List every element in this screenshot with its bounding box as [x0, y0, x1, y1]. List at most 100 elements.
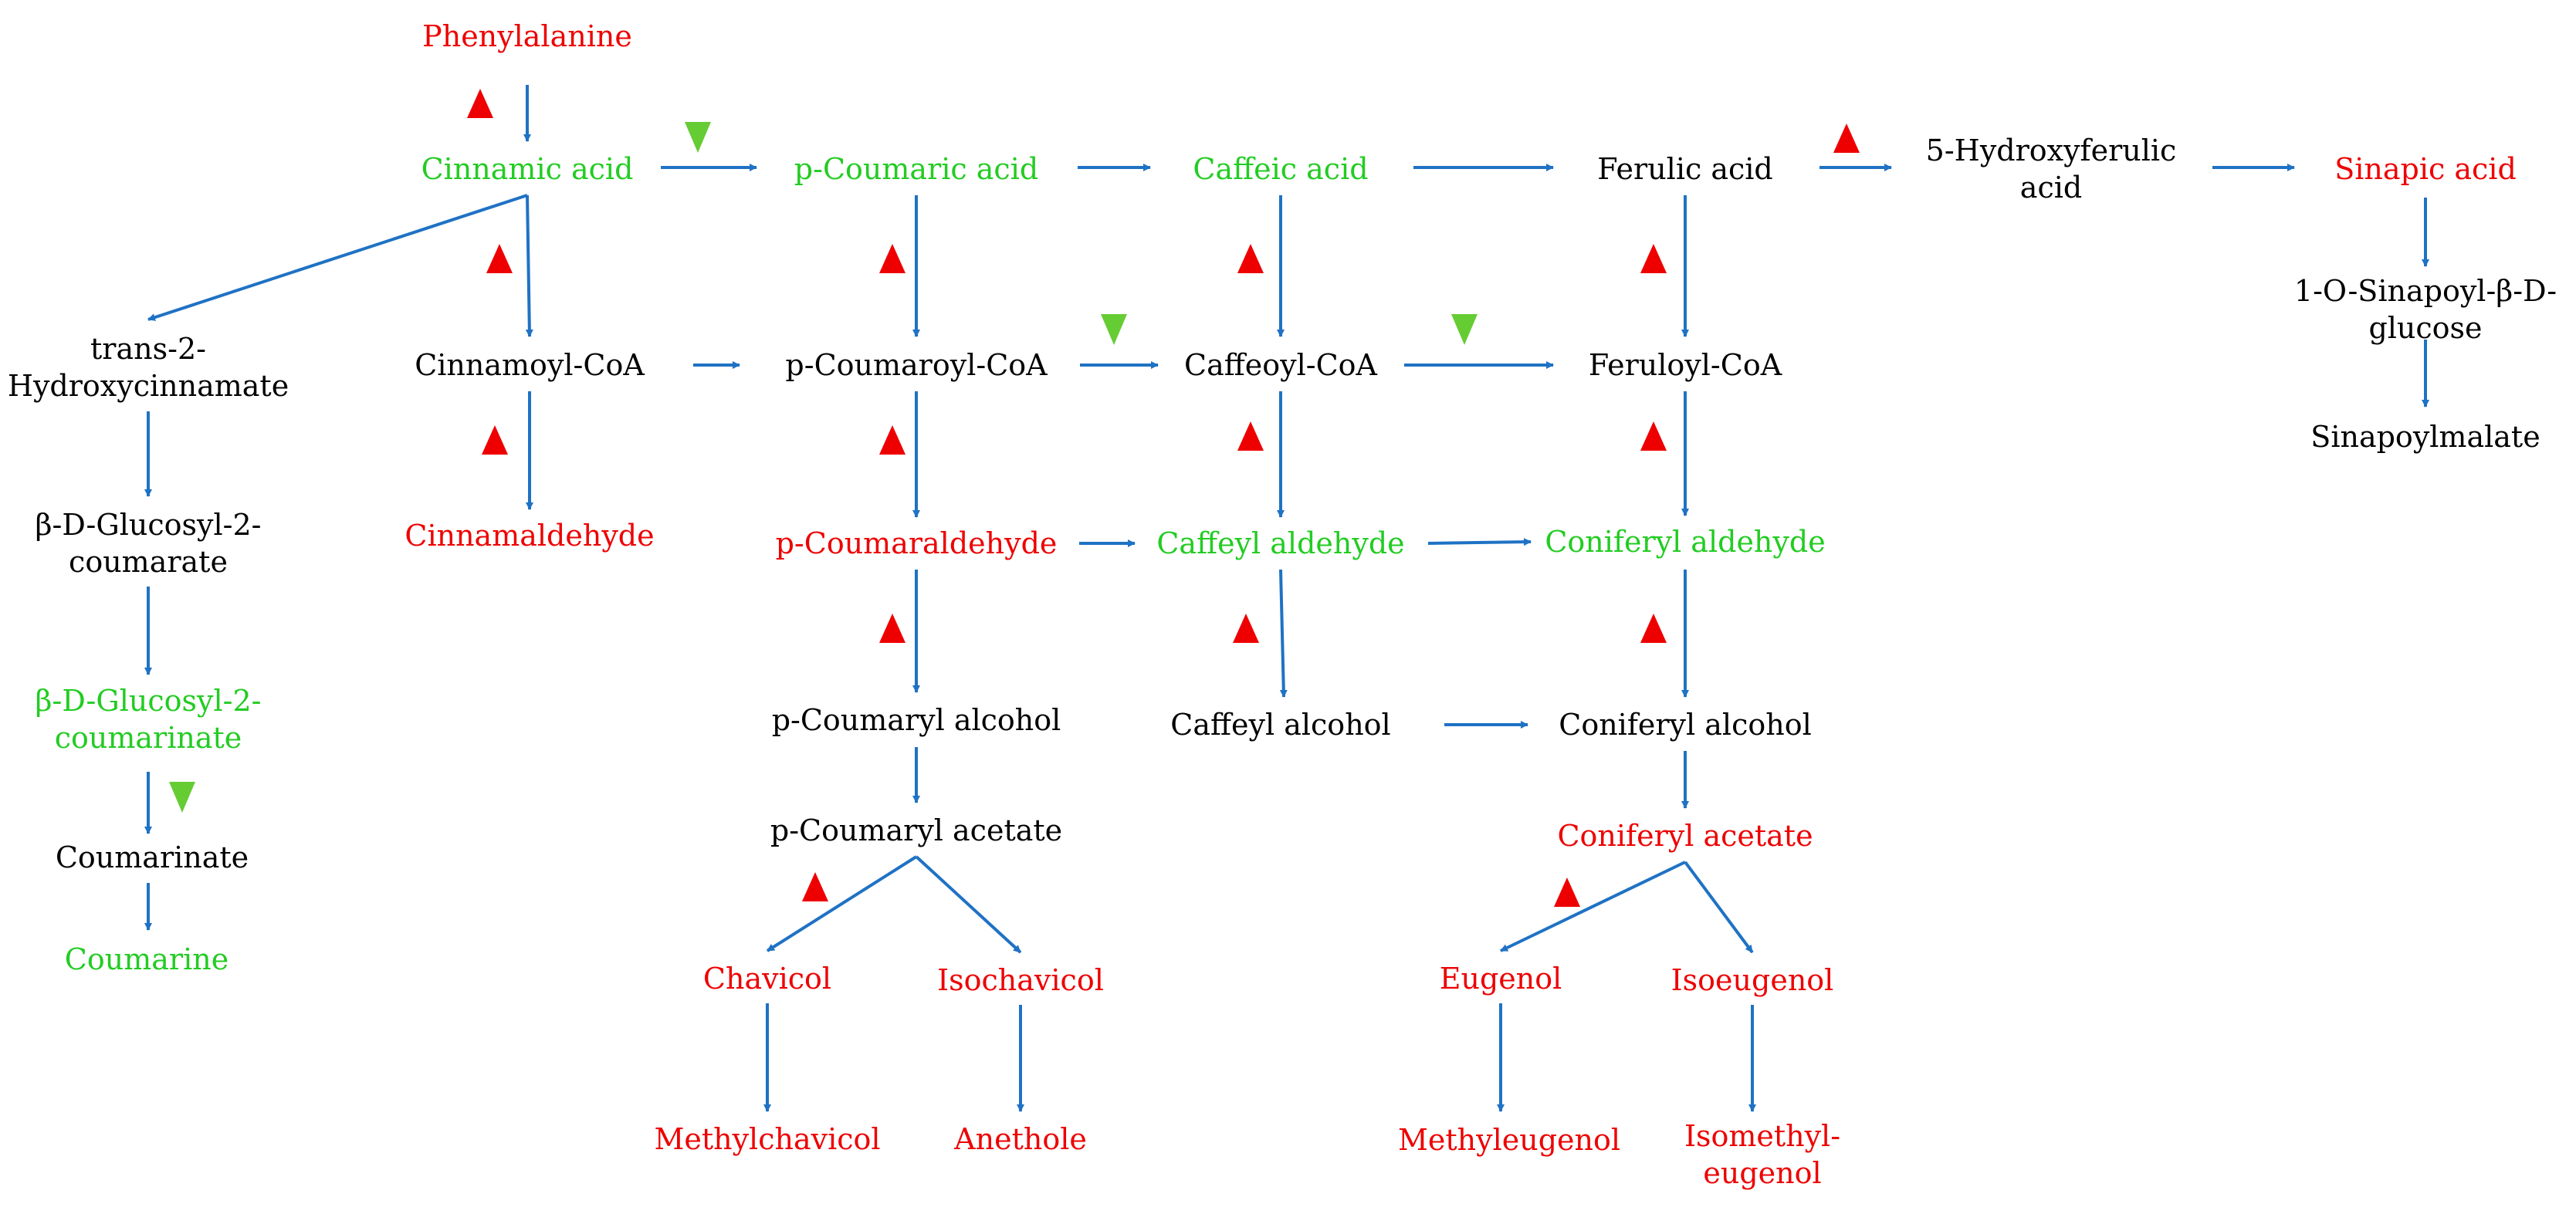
- compound-label-line: eugenol: [1703, 1156, 1822, 1190]
- compound-phenylalanine: Phenylalanine: [422, 18, 632, 55]
- compound-trans-2-hydroxycinnamate: trans-2-Hydroxycinnamate: [8, 330, 289, 404]
- compound-label-line: Coumarine: [64, 942, 229, 976]
- compound-label-line: coumarinate: [54, 721, 242, 755]
- compound-p-coumaric-acid: p-Coumaric acid: [794, 150, 1038, 188]
- compound-label-line: coumarate: [69, 545, 228, 579]
- upregulated-triangle-icon: [1237, 421, 1264, 451]
- compound-sinapoylmalate: Sinapoylmalate: [2310, 418, 2540, 455]
- compound-isoeugenol: Isoeugenol: [1671, 962, 1834, 999]
- compound-coniferyl-aldehyde: Coniferyl aldehyde: [1545, 523, 1825, 560]
- compound-label-line: glucose: [2368, 311, 2483, 345]
- compound-label-line: Isoeugenol: [1671, 963, 1834, 997]
- compound-cinnamic-acid: Cinnamic acid: [421, 150, 634, 188]
- upregulated-triangle-icon: [486, 244, 513, 273]
- upregulated-triangle-icon: [879, 425, 905, 455]
- compound-label-line: Cinnamaldehyde: [405, 519, 655, 553]
- compound-label-line: acid: [2019, 171, 2083, 205]
- compound-label-line: Coniferyl acetate: [1557, 819, 1813, 853]
- compound-label-line: Isomethyl-: [1684, 1119, 1841, 1153]
- upregulated-triangle-icon: [1833, 123, 1860, 153]
- compound-p-coumaraldehyde: p-Coumaraldehyde: [776, 525, 1058, 562]
- compound-isomethyleugenol: Isomethyl-eugenol: [1684, 1118, 1840, 1192]
- compound-label-line: Hydroxycinnamate: [7, 369, 289, 403]
- upregulated-triangle-icon: [1233, 614, 1259, 643]
- compound-label-line: p-Coumaroyl-CoA: [785, 348, 1048, 382]
- compound-eugenol: Eugenol: [1440, 960, 1562, 997]
- compound-p-coumaryl-acetate: p-Coumaryl acetate: [770, 812, 1062, 849]
- compound-label-line: p-Coumaryl alcohol: [771, 703, 1061, 737]
- arrow-p-coumaryl-acetate-to-chavicol: [766, 855, 918, 952]
- downregulated-triangle-icon: [1101, 314, 1127, 345]
- compound-glucosyl-2-coumarate: β-D-Glucosyl-2-coumarate: [36, 506, 262, 580]
- compound-label-line: Methyleugenol: [1397, 1123, 1621, 1157]
- upregulated-triangle-icon: [879, 244, 905, 273]
- compound-caffeic-acid: Caffeic acid: [1193, 150, 1368, 188]
- compound-isochavicol: Isochavicol: [937, 962, 1104, 999]
- compound-1-o-sinapoyl-glucose: 1-O-Sinapoyl-β-D-glucose: [2294, 272, 2557, 347]
- upregulated-triangle-icon: [1640, 244, 1667, 273]
- compound-feruloyl-coa: Feruloyl-CoA: [1589, 347, 1782, 384]
- compound-caffeyl-alcohol: Caffeyl alcohol: [1170, 706, 1390, 743]
- compound-label-line: Caffeic acid: [1193, 152, 1369, 186]
- upregulated-triangle-icon: [482, 425, 508, 455]
- compound-label-line: 5-Hydroxyferulic: [1925, 134, 2177, 167]
- arrow-p-coumaryl-acetate-to-isochavicol: [915, 855, 1022, 954]
- arrow-caffeyl-aldehyde-to-caffeyl-alcohol: [1279, 569, 1288, 698]
- compound-label-line: β-D-Glucosyl-2-: [35, 684, 262, 718]
- compound-p-coumaryl-alcohol: p-Coumaryl alcohol: [772, 702, 1061, 739]
- compound-caffeoyl-coa: Caffeoyl-CoA: [1184, 347, 1377, 384]
- compound-label-line: Sinapoylmalate: [2310, 420, 2540, 454]
- arrow-caffeyl-aldehyde-to-coniferyl-aldehyde: [1427, 538, 1532, 546]
- compound-coumarinate: Coumarinate: [56, 839, 249, 876]
- upregulated-triangle-icon: [467, 89, 493, 118]
- compound-label-line: Methylchavicol: [654, 1122, 881, 1156]
- compound-label-line: Caffeyl alcohol: [1170, 708, 1391, 742]
- compound-ferulic-acid: Ferulic acid: [1597, 150, 1773, 188]
- arrow-cinnamic-acid-to-cinnamoyl-coa: [525, 194, 533, 337]
- compound-label-line: Coniferyl aldehyde: [1545, 525, 1826, 559]
- compound-label-line: trans-2-: [90, 332, 206, 366]
- compound-label-line: Caffeoyl-CoA: [1184, 348, 1377, 382]
- compound-label-line: p-Coumaric acid: [794, 152, 1039, 186]
- compound-methyleugenol: Methyleugenol: [1398, 1121, 1620, 1158]
- upregulated-triangle-icon: [1640, 421, 1667, 451]
- compound-label-line: Ferulic acid: [1597, 152, 1773, 186]
- upregulated-triangle-icon: [1640, 614, 1667, 643]
- upregulated-triangle-icon: [1554, 878, 1580, 907]
- compound-methylchavicol: Methylchavicol: [654, 1121, 880, 1158]
- downregulated-triangle-icon: [685, 122, 711, 153]
- compound-label-line: p-Coumaryl acetate: [770, 813, 1063, 847]
- compound-cinnamoyl-coa: Cinnamoyl-CoA: [415, 347, 645, 384]
- upregulated-triangle-icon: [1237, 244, 1264, 273]
- compound-caffeyl-aldehyde: Caffeyl aldehyde: [1156, 525, 1404, 562]
- compound-label-line: Feruloyl-CoA: [1588, 348, 1782, 382]
- compound-label-line: Coumarinate: [55, 840, 249, 874]
- compound-coumarine: Coumarine: [65, 941, 228, 978]
- compound-label-line: Isochavicol: [937, 963, 1104, 997]
- compound-label-line: β-D-Glucosyl-2-: [35, 508, 262, 542]
- compound-label-line: Sinapic acid: [2334, 152, 2517, 186]
- compound-label-line: Phenylalanine: [422, 19, 632, 53]
- compound-label-line: Chavicol: [702, 962, 832, 996]
- compound-chavicol: Chavicol: [703, 960, 831, 997]
- compound-sinapic-acid: Sinapic acid: [2334, 150, 2517, 188]
- compound-coniferyl-acetate: Coniferyl acetate: [1557, 817, 1813, 854]
- compound-label-line: Caffeyl aldehyde: [1156, 526, 1405, 560]
- upregulated-triangle-icon: [802, 872, 828, 901]
- compound-label-line: 1-O-Sinapoyl-β-D-: [2293, 274, 2557, 308]
- upregulated-triangle-icon: [879, 614, 905, 643]
- arrow-coniferyl-acetate-to-isoeugenol: [1684, 861, 1754, 954]
- compound-label-line: Cinnamic acid: [421, 152, 634, 186]
- compound-label-line: Cinnamoyl-CoA: [415, 348, 645, 382]
- compound-coniferyl-alcohol: Coniferyl alcohol: [1559, 706, 1811, 743]
- compound-5-hydroxyferulic-acid: 5-Hydroxyferulic acid: [1926, 132, 2177, 206]
- compound-label-line: Eugenol: [1439, 962, 1562, 996]
- compound-label-line: p-Coumaraldehyde: [775, 526, 1058, 560]
- compound-label-line: Anethole: [954, 1122, 1087, 1156]
- arrow-coniferyl-acetate-to-eugenol: [1500, 861, 1686, 952]
- compound-label-line: Coniferyl alcohol: [1559, 708, 1812, 742]
- arrow-cinnamic-acid-to-trans-2-hydroxycinnamate: [147, 194, 528, 321]
- compound-p-coumaroyl-coa: p-Coumaroyl-CoA: [785, 347, 1047, 384]
